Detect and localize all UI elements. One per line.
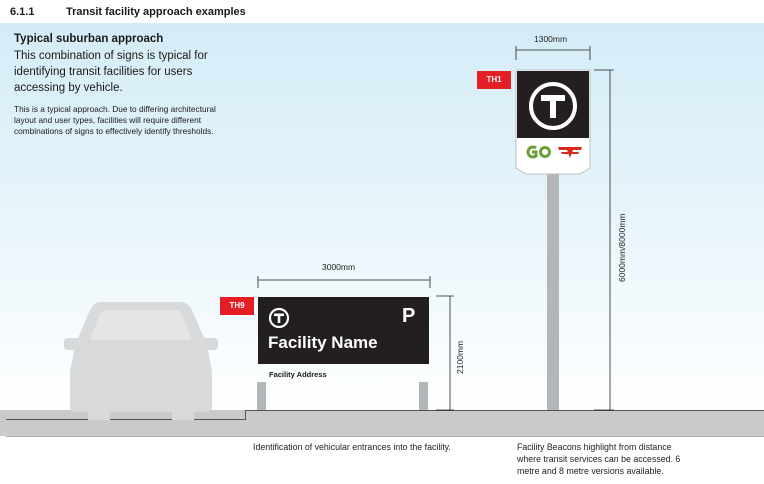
car-silhouette	[64, 302, 218, 420]
ground	[0, 410, 764, 436]
go-transit-logo	[526, 145, 551, 159]
th9-width-label: 3000mm	[322, 262, 356, 272]
intro-heading: Typical suburban approach	[14, 33, 164, 45]
section-number: 6.1.1	[10, 6, 35, 18]
sign-tag-th1: TH1	[477, 71, 511, 89]
ground-edge-line	[6, 436, 764, 437]
ttc-logo	[558, 147, 582, 158]
th1-width-label: 1300mm	[534, 34, 568, 44]
facility-name: Facility Name	[268, 333, 378, 352]
th9-height-label: 2100mm	[455, 340, 465, 374]
th1-dimension-lines	[515, 46, 614, 411]
th9-post-left	[257, 382, 266, 410]
th9-caption: Identification of vehicular entrances in…	[253, 442, 451, 452]
section-title: Transit facility approach examples	[66, 6, 246, 18]
beacon-pole	[547, 172, 559, 410]
th9-dimension-lines	[257, 276, 454, 411]
intro-note: This is a typical approach. Due to diffe…	[14, 104, 216, 136]
th9-post-right	[419, 382, 428, 410]
transit-t-icon	[529, 82, 577, 130]
sign-tag-th9: TH9	[220, 297, 254, 315]
road-surface-line	[6, 419, 246, 420]
sidewalk-surface-line	[246, 410, 764, 411]
intro-body: This combination of signs is typical for…	[14, 50, 208, 94]
transit-t-icon	[268, 307, 290, 329]
curb-step	[245, 410, 246, 420]
facility-address: Facility Address	[269, 370, 327, 379]
parking-letter: P	[402, 305, 416, 327]
th1-caption: Facility Beacons highlight from distance…	[517, 442, 681, 476]
th9-sign-panel: P Facility Name	[258, 297, 429, 364]
th1-height-label: 6000mm/8000mm	[617, 213, 627, 282]
